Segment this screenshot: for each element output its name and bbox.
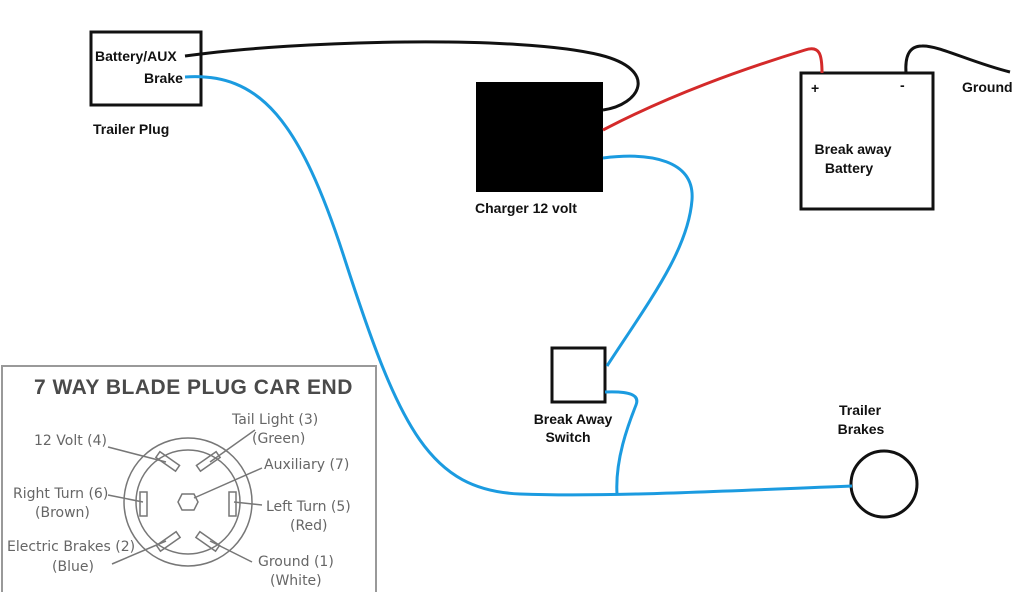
plug-label-ground: Ground (1) (258, 554, 334, 570)
plug-pin-battery-aux: Battery/AUX (95, 48, 177, 64)
trailer-brakes-circle (849, 449, 919, 519)
leader-tail-light (209, 429, 256, 463)
plug-label-left-turn-color: (Red) (290, 518, 328, 534)
plug-diagram-title: 7 WAY BLADE PLUG CAR END (34, 376, 353, 399)
trailer-plug-box (89, 30, 203, 107)
leader-12-volt (107, 446, 167, 463)
switch-box (550, 346, 607, 404)
charger-caption: Charger 12 volt (475, 200, 577, 216)
plug-blade-6 (139, 491, 148, 517)
wire-brake (184, 75, 853, 497)
plug-label-tail-light: Tail Light (3) (232, 412, 319, 428)
ground-label: Ground (962, 79, 1013, 95)
wire-ground (904, 44, 1011, 74)
plug-label-electric-brakes-color: (Blue) (52, 559, 94, 575)
battery-box (799, 71, 935, 211)
wire-battery-aux (184, 40, 640, 112)
plug-label-ground-color: (White) (270, 573, 322, 589)
wire-charger-switch (602, 154, 694, 367)
wire-charger-positive (602, 47, 824, 132)
leader-electric-brakes (111, 540, 167, 565)
trailer-plug-caption: Trailer Plug (93, 121, 170, 137)
plug-pin-brake: Brake (144, 70, 183, 86)
battery-label-line2: Battery (824, 160, 874, 176)
plug-blade-4 (154, 450, 181, 473)
brakes-label-line2: Brakes (837, 421, 885, 437)
plug-diagram-graphic (1, 365, 377, 592)
leader-left-turn (233, 501, 263, 506)
plug-label-tail-light-color: (Green) (252, 431, 306, 447)
plug-outer-ring (123, 437, 253, 567)
switch-label-line1: Break Away (533, 411, 613, 427)
wire-switch-brake (604, 390, 639, 495)
plug-blade-1 (194, 530, 221, 553)
plug-label-right-turn: Right Turn (6) (13, 486, 109, 502)
leader-auxiliary (193, 467, 263, 499)
switch-label-line2: Switch (545, 429, 591, 445)
plug-diagram-frame (1, 365, 377, 592)
battery-plus-sign: + (811, 80, 820, 96)
plug-label-12-volt: 12 Volt (4) (34, 433, 107, 449)
plug-label-electric-brakes: Electric Brakes (2) (7, 539, 136, 555)
plug-center-pin (177, 493, 199, 511)
battery-label-line1: Break away (814, 141, 892, 157)
battery-minus-sign: - (900, 77, 905, 93)
plug-label-left-turn: Left Turn (5) (266, 499, 351, 515)
charger-box (476, 82, 603, 192)
plug-label-auxiliary: Auxiliary (7) (264, 457, 350, 473)
plug-blade-2 (155, 530, 182, 553)
plug-label-right-turn-color: (Brown) (35, 505, 90, 521)
leader-ground (209, 540, 253, 563)
plug-blade-5 (228, 491, 237, 517)
brakes-label-line1: Trailer (838, 402, 882, 418)
leader-right-turn (107, 494, 144, 503)
plug-inner-ring (135, 449, 241, 555)
plug-blade-3 (195, 450, 222, 473)
